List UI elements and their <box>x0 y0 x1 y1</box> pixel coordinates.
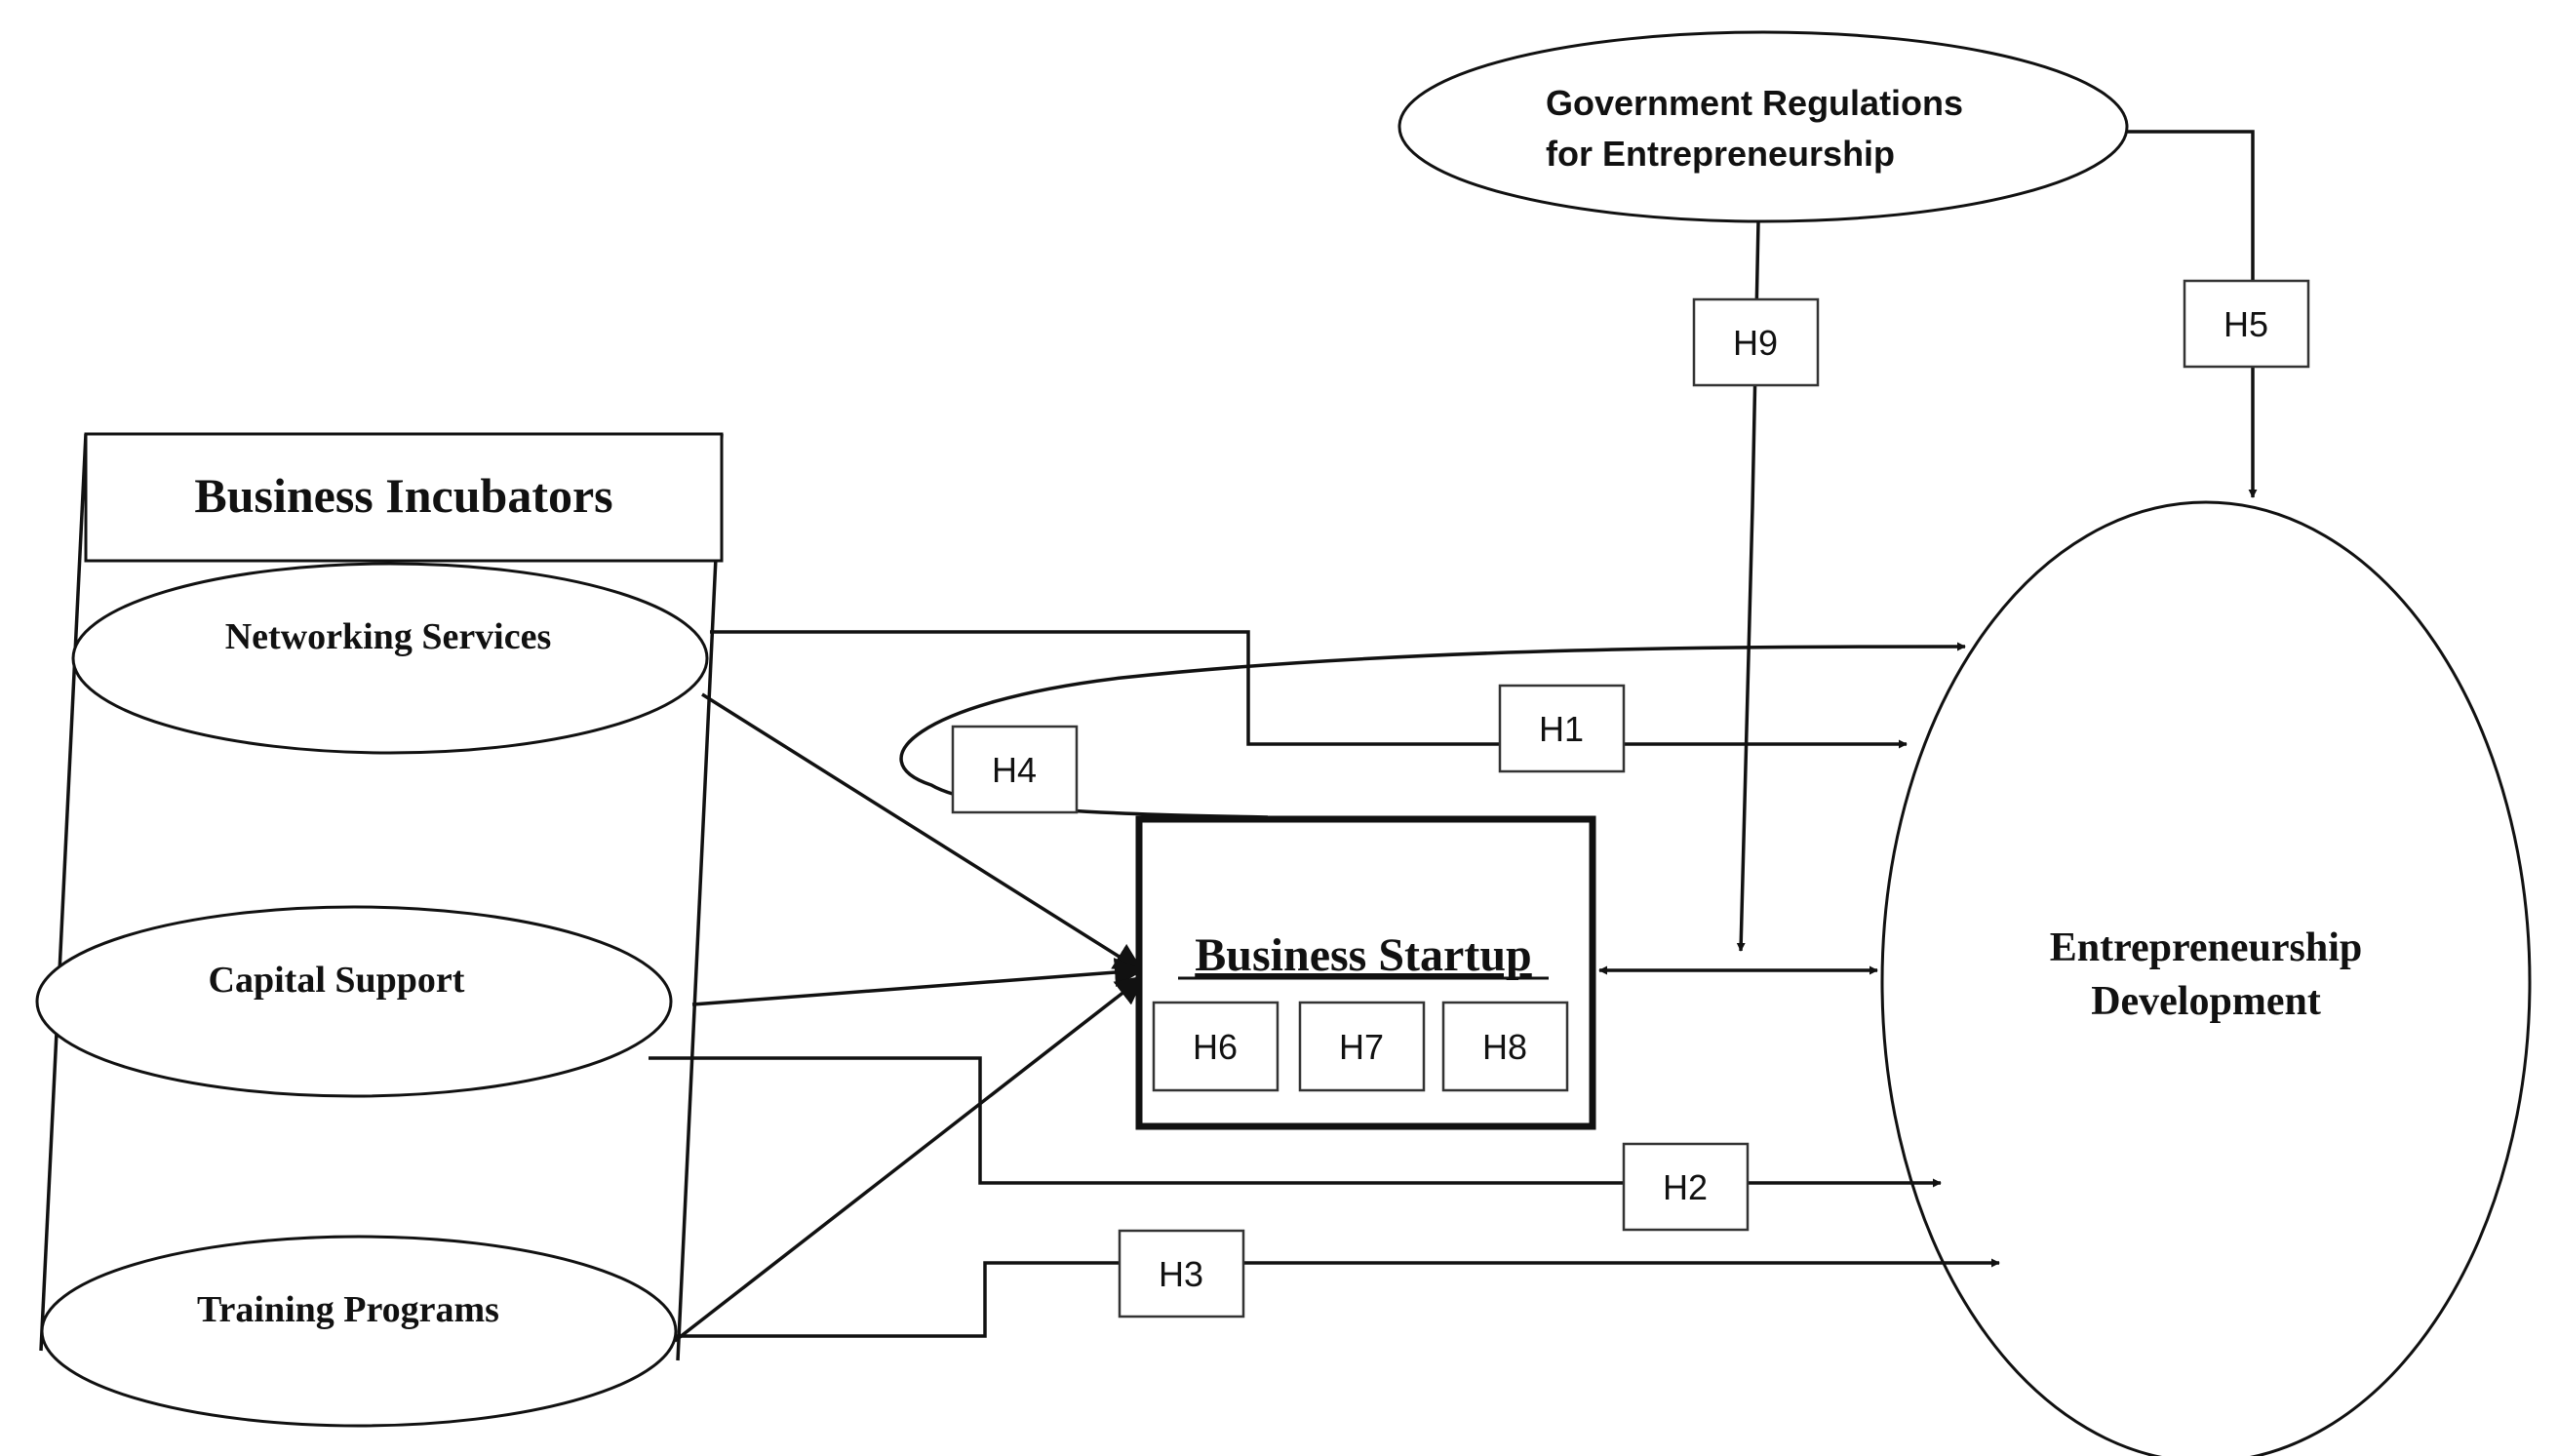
hypothesis-h9: H9 <box>1692 297 1820 387</box>
entrepreneurship-development-node: Entrepreneurship Development <box>1880 500 2532 1456</box>
networking-services-node: Networking Services <box>71 562 709 755</box>
hypothesis-h6: H6 <box>1152 1001 1279 1092</box>
h3-connector <box>675 1258 2000 1338</box>
hypothesis-h8: H8 <box>1441 1001 1569 1092</box>
networking-to-startup-connector <box>701 692 1144 972</box>
capital-support-node: Capital Support <box>35 905 673 1098</box>
hypothesis-h3: H3 <box>1118 1229 1245 1318</box>
government-regulations-label-line2: for Entrepreneurship <box>1546 134 1895 174</box>
hypothesis-h4: H4 <box>951 725 1079 814</box>
training-programs-label: Training Programs <box>197 1289 499 1330</box>
capital-to-startup-connector <box>691 958 1144 1006</box>
hypothesis-h1: H1 <box>1498 684 1626 773</box>
hypothesis-h2-label: H2 <box>1663 1167 1708 1207</box>
hypothesis-h2: H2 <box>1622 1142 1750 1232</box>
incubator-cylinder <box>39 433 724 1361</box>
hypothesis-h4-label: H4 <box>992 750 1037 790</box>
hypothesis-h7-label: H7 <box>1339 1027 1384 1067</box>
capital-support-label: Capital Support <box>209 960 465 1001</box>
hypothesis-h9-label: H9 <box>1733 323 1778 363</box>
incubator-title: Business Incubators <box>194 468 612 523</box>
hypothesis-h3-label: H3 <box>1159 1254 1203 1294</box>
government-regulations-label-line1: Government Regulations <box>1546 83 1963 123</box>
hypothesis-h8-label: H8 <box>1482 1027 1527 1067</box>
hypothesis-h7: H7 <box>1298 1001 1426 1092</box>
hypothesis-h6-label: H6 <box>1193 1027 1238 1067</box>
hypothesis-h5: H5 <box>2183 279 2310 369</box>
h2-connector <box>649 1056 1942 1188</box>
government-regulations-node: Government Regulations for Entrepreneurs… <box>1397 30 2129 223</box>
networking-services-label: Networking Services <box>225 616 552 657</box>
business-startup-label: Business Startup <box>1195 929 1531 981</box>
hypothesis-h5-label: H5 <box>2223 304 2268 344</box>
incubator-header: Business Incubators <box>84 432 724 563</box>
hypothesis-h1-label: H1 <box>1539 709 1584 749</box>
training-to-startup-connector <box>673 975 1146 1343</box>
training-programs-node: Training Programs <box>40 1235 678 1428</box>
h5-connector <box>2126 130 2258 498</box>
entrepreneurship-development-label-line1: Entrepreneurship <box>2050 925 2363 970</box>
entrepreneurship-development-label-line2: Development <box>2091 979 2321 1024</box>
